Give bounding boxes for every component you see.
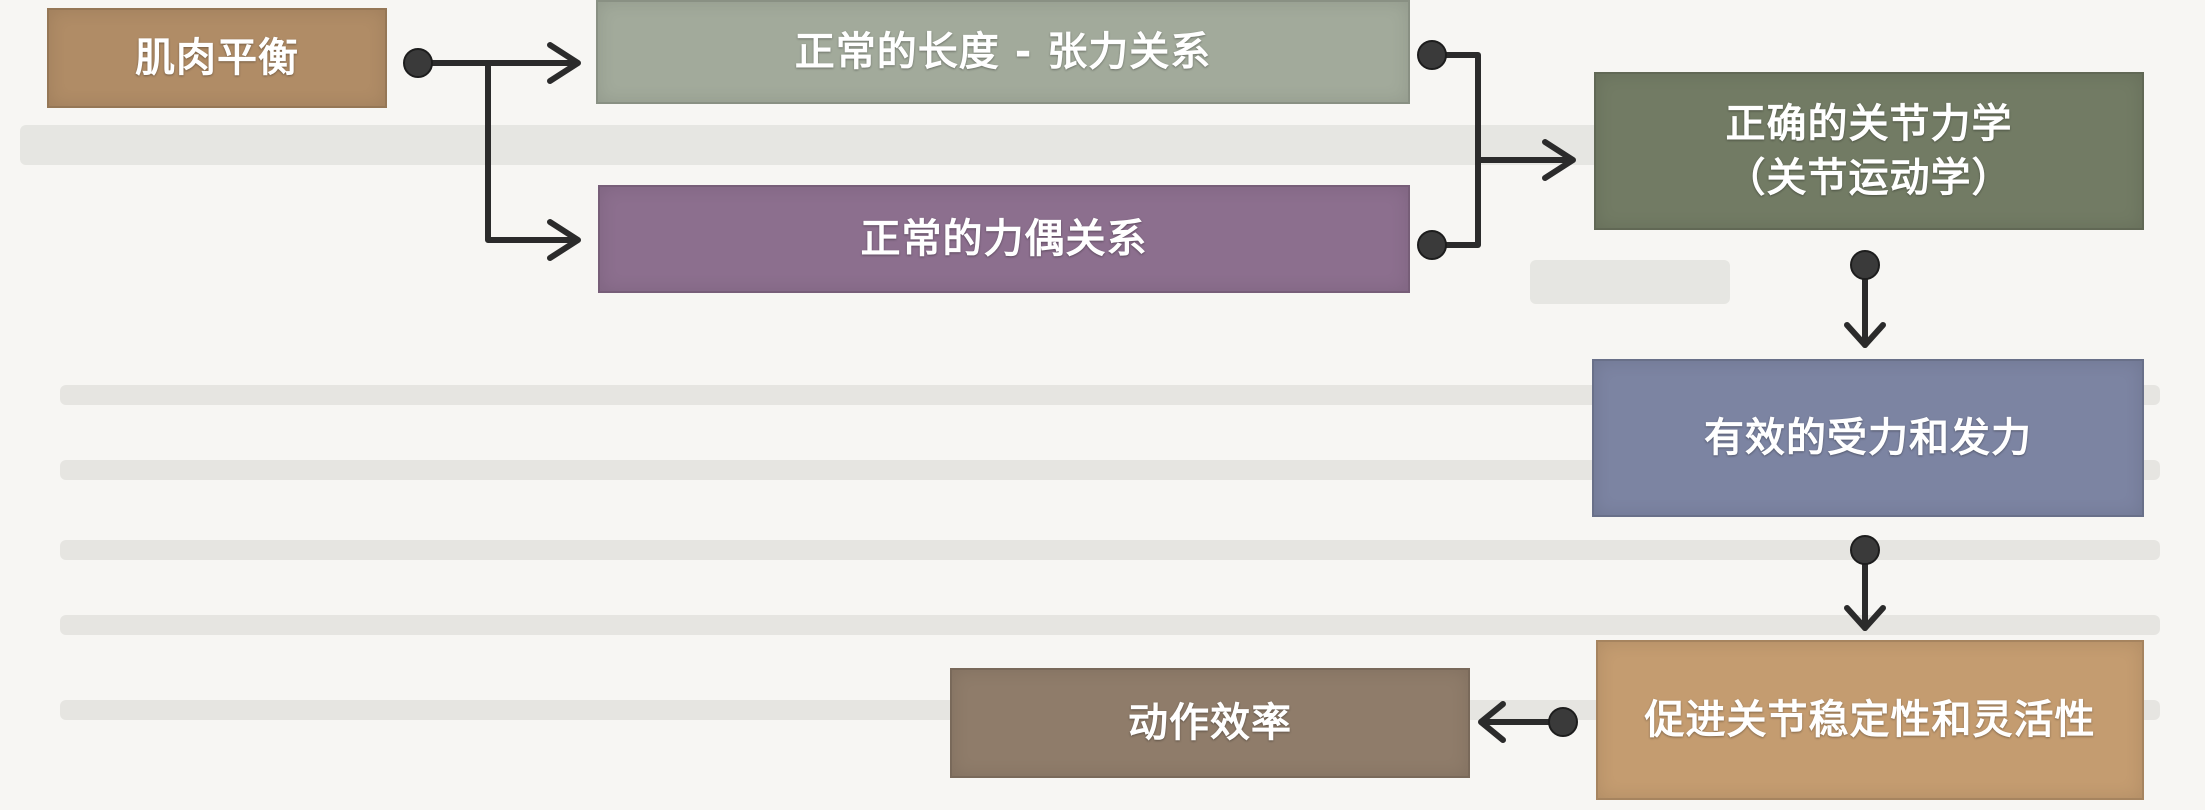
arrowhead-stability	[1844, 605, 1886, 631]
arrowhead-joint-mechanics	[1542, 139, 1576, 181]
node-muscle-balance-label: 肌肉平衡	[135, 35, 299, 81]
node-stability-label: 促进关节稳定性和灵活性	[1644, 697, 2096, 743]
node-efficiency: 动作效率	[950, 668, 1470, 778]
connector-dot-length-tension	[1417, 40, 1447, 70]
node-stability: 促进关节稳定性和灵活性	[1596, 640, 2144, 800]
node-force-couple-label: 正常的力偶关系	[860, 216, 1148, 262]
node-length-tension-label: 正常的长度 - 张力关系	[794, 29, 1212, 75]
arrowhead-force-couple	[547, 219, 581, 261]
node-joint-mechanics-line2: （关节运动学）	[1725, 155, 2013, 201]
node-efficiency-label: 动作效率	[1128, 700, 1292, 746]
node-force-couple: 正常的力偶关系	[598, 185, 1410, 293]
connector-dot-force-couple	[1417, 230, 1447, 260]
node-force-transfer: 有效的受力和发力	[1592, 359, 2144, 517]
connector-dot-stability	[1548, 707, 1578, 737]
connector-dot-joint-mechanics	[1850, 250, 1880, 280]
connector-relations-to-joint-mechanics	[1427, 52, 1568, 248]
node-joint-mechanics-line1: 正确的关节力学	[1725, 101, 2013, 147]
node-joint-mechanics: 正确的关节力学 （关节运动学）	[1594, 72, 2144, 230]
connector-dot-force-transfer	[1850, 535, 1880, 565]
node-force-transfer-label: 有效的受力和发力	[1704, 415, 2032, 461]
connector-dot-balance	[403, 48, 433, 78]
node-muscle-balance: 肌肉平衡	[47, 8, 387, 108]
connector-balance-to-relations	[417, 60, 573, 243]
arrowhead-force-transfer	[1844, 322, 1886, 348]
arrowhead-length-tension	[547, 42, 581, 84]
node-length-tension: 正常的长度 - 张力关系	[596, 0, 1410, 104]
arrowhead-efficiency	[1478, 701, 1506, 743]
